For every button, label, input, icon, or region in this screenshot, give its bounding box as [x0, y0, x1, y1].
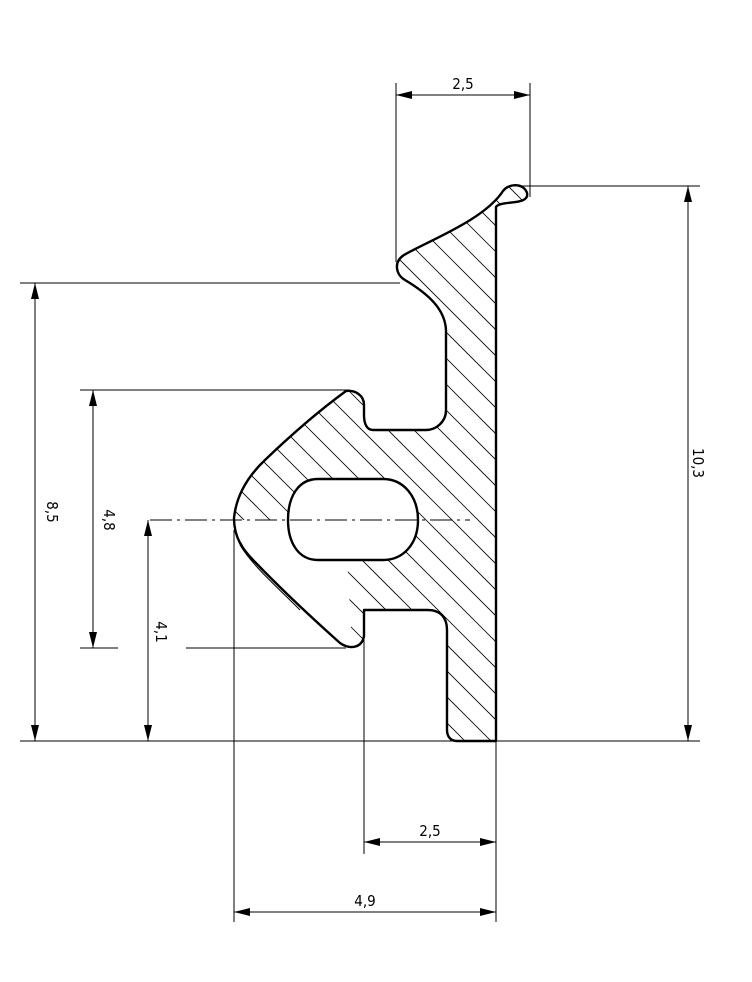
label-left-height: 8,5 — [43, 501, 61, 522]
hatch-line — [234, 185, 528, 741]
label-bottom-width: 2,5 — [419, 822, 440, 840]
hatch-line — [399, 185, 528, 741]
hatch-line — [0, 0, 100, 982]
hatch-line — [634, 0, 752, 982]
hatch-line — [477, 185, 528, 741]
hatch-line — [608, 0, 752, 982]
slot-outline — [286, 477, 420, 562]
label-low-height: 4,1 — [152, 621, 170, 642]
extension-lines — [20, 83, 700, 922]
hatch-line — [234, 185, 335, 741]
hatch-line — [0, 0, 152, 982]
hatch-line — [234, 185, 528, 741]
unhatched-region — [236, 520, 352, 645]
hatch-line — [556, 0, 752, 982]
label-total-width: 4,9 — [354, 892, 375, 910]
hatch-line — [234, 185, 528, 741]
hatch-line — [686, 0, 752, 982]
hatch-line — [234, 185, 309, 741]
hatch-line — [0, 0, 204, 982]
hatch-line — [0, 0, 178, 982]
hatch-line — [0, 0, 126, 982]
label-mid-height: 4,8 — [100, 509, 118, 530]
hatch-line — [234, 185, 491, 741]
edge-contour — [239, 544, 301, 611]
hatch-line — [530, 0, 752, 982]
hatch-line — [234, 185, 257, 741]
label-top-width: 2,5 — [452, 75, 473, 93]
seal-profile-outline — [232, 184, 529, 743]
hatch-line — [582, 0, 752, 982]
hatch-line — [660, 0, 752, 982]
hatch-line — [234, 185, 528, 741]
hatch-line — [234, 185, 528, 741]
hatch-line — [503, 185, 528, 741]
dimension-labels: 2,5 10,3 8,5 4,8 4,1 2,5 4,9 — [43, 75, 707, 910]
hatch-line — [234, 185, 283, 741]
label-total-height: 10,3 — [689, 448, 707, 478]
dimension-lines — [31, 91, 692, 916]
